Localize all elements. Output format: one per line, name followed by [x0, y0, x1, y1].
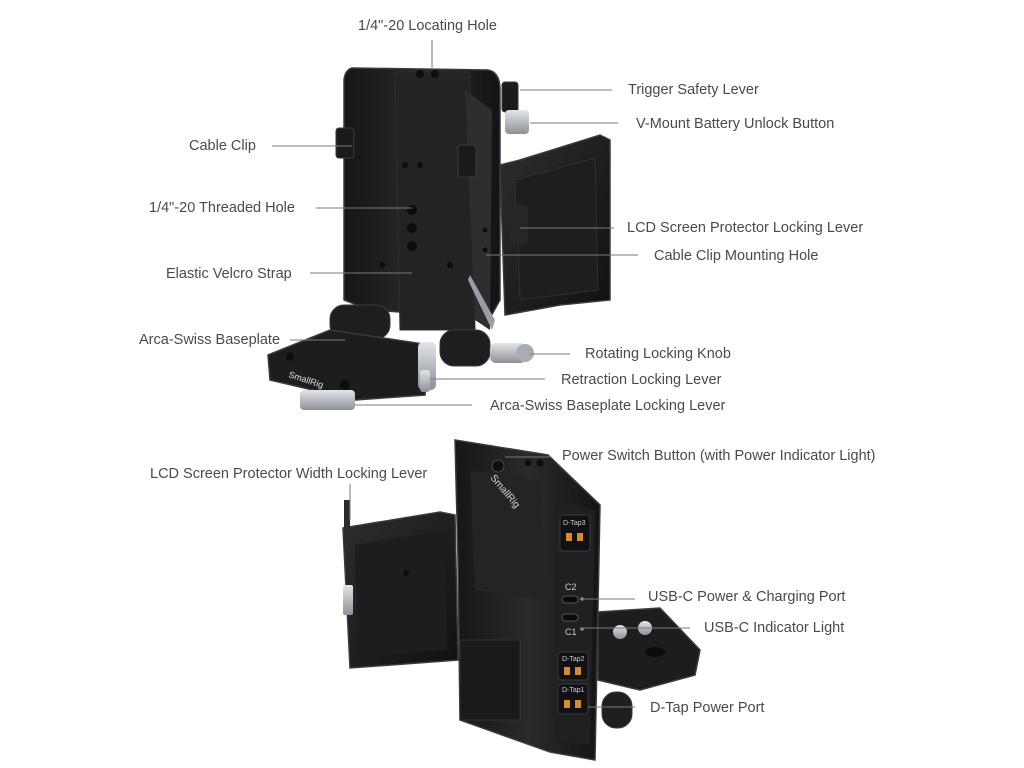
- label-dtap-port: D-Tap Power Port: [650, 700, 765, 716]
- c2-marking: C2: [565, 582, 577, 592]
- label-rotating-knob: Rotating Locking Knob: [585, 346, 731, 362]
- label-usbc-indicator: USB-C Indicator Light: [704, 620, 845, 636]
- rod-clamp-assembly: [329, 304, 534, 367]
- label-threaded-hole: 1/4"-20 Threaded Hole: [149, 200, 295, 216]
- vmount-plate: [343, 67, 501, 331]
- dtap-ports-lower: D-Tap2 D-Tap1: [557, 651, 589, 715]
- top-product-view: SmallRig: [267, 67, 611, 410]
- label-retraction-lever: Retraction Locking Lever: [561, 372, 722, 388]
- label-lcd-protector-locking-lever: LCD Screen Protector Locking Lever: [627, 220, 864, 236]
- leader-lines: [272, 40, 690, 708]
- bottom-product-view: SmallRig D-Tap3 C2 C1 D-Tap2: [342, 439, 701, 761]
- lcd-protector-open: [342, 500, 459, 669]
- lcd-screen-protector: [499, 134, 611, 316]
- unlock-button: [505, 110, 529, 134]
- label-vmount-unlock-button: V-Mount Battery Unlock Button: [636, 116, 835, 132]
- lower-clamp: [459, 639, 521, 721]
- label-velcro-strap: Elastic Velcro Strap: [166, 266, 292, 282]
- usbc-ports: C2 C1: [561, 582, 584, 637]
- label-locating-hole: 1/4"-20 Locating Hole: [358, 18, 497, 34]
- power-switch-button: [491, 459, 505, 473]
- label-arca-baseplate: Arca-Swiss Baseplate: [139, 332, 281, 348]
- arca-swiss-baseplate: SmallRig: [267, 329, 436, 410]
- label-usbc-port: USB-C Power & Charging Port: [648, 589, 846, 605]
- dtap1-marking: D-Tap1: [562, 687, 585, 694]
- c1-marking: C1: [565, 627, 577, 637]
- label-trigger-safety-lever: Trigger Safety Lever: [628, 82, 759, 98]
- label-arca-baseplate-lever: Arca-Swiss Baseplate Locking Lever: [490, 398, 726, 414]
- trigger-safety-lever: [501, 81, 519, 113]
- cable-clip-left: [335, 127, 355, 159]
- label-power-switch: Power Switch Button (with Power Indicato…: [562, 448, 876, 464]
- dtap2-marking: D-Tap2: [562, 656, 585, 663]
- label-cable-clip-mounting-hole: Cable Clip Mounting Hole: [654, 248, 819, 264]
- dtap3-marking: D-Tap3: [563, 520, 586, 527]
- label-lcd-width-lever: LCD Screen Protector Width Locking Lever: [150, 466, 428, 482]
- cable-clip-right: [457, 144, 477, 178]
- label-cable-clip: Cable Clip: [189, 138, 256, 154]
- dtap3-port: D-Tap3: [559, 514, 591, 552]
